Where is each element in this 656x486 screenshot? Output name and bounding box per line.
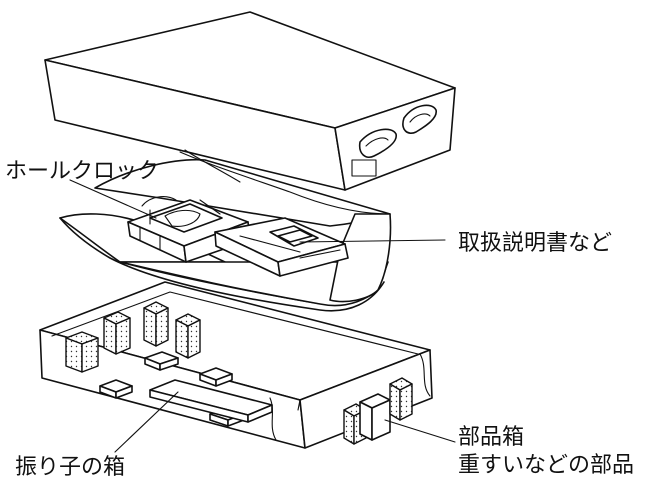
box-lid	[44, 11, 456, 191]
label-clock: ホールクロック	[5, 159, 159, 184]
label-manual: 取扱説明書など	[458, 231, 612, 256]
lid-handle-left	[358, 128, 397, 158]
label-pendulum-box: 振り子の箱	[15, 455, 125, 480]
manual-pack	[214, 217, 349, 277]
weight-block	[65, 331, 99, 373]
label-parts-box-detail: 重すいなどの部品	[458, 453, 634, 478]
weight-block	[103, 311, 131, 355]
parts-tray	[39, 281, 433, 449]
small-part	[99, 379, 133, 399]
pendulum-box	[149, 379, 273, 423]
small-part	[199, 367, 233, 387]
weight-block	[143, 301, 169, 347]
small-part	[144, 351, 179, 371]
parts-box	[343, 377, 413, 445]
weight-block	[175, 313, 201, 359]
leader-lines	[69, 179, 456, 453]
label-parts-box-title: 部品箱	[458, 425, 524, 450]
clock-tray	[59, 149, 392, 312]
lid-handle-right	[402, 104, 437, 134]
